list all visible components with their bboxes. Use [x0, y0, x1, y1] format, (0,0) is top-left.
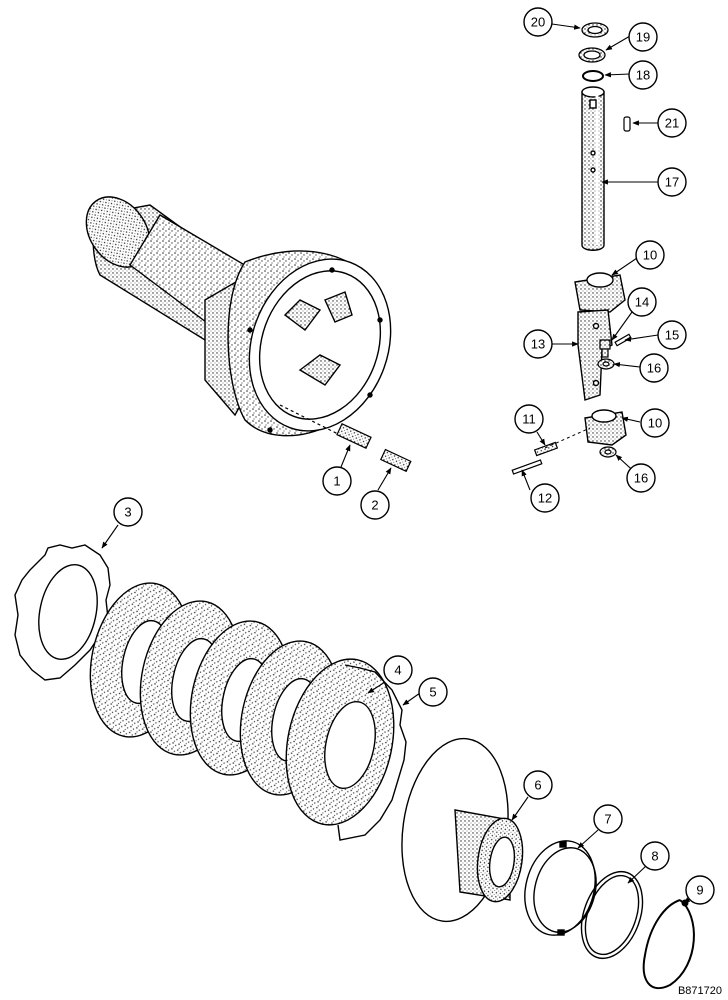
washer-part-19 — [578, 47, 606, 63]
callout-8: 8 — [640, 841, 670, 871]
svg-text:7: 7 — [604, 812, 611, 827]
svg-text:3: 3 — [124, 505, 131, 520]
callout-9: 9 — [685, 875, 715, 905]
callout-3: 3 — [113, 497, 143, 527]
snap-ring-part-20 — [581, 22, 609, 38]
separator-plate-part-3 — [14, 544, 111, 681]
callout-16-bottom: 16 — [626, 463, 656, 493]
leader-lines — [101, 23, 693, 904]
snap-ring-part-9 — [642, 899, 695, 990]
bolt-part-14 — [599, 339, 611, 358]
pin-part-12 — [511, 459, 543, 475]
svg-text:20: 20 — [531, 15, 545, 30]
pin-part-21 — [623, 116, 631, 132]
svg-text:10: 10 — [643, 248, 657, 263]
svg-text:6: 6 — [534, 778, 541, 793]
ring-part-7 — [524, 840, 597, 936]
callout-13: 13 — [523, 329, 553, 359]
svg-text:9: 9 — [696, 883, 703, 898]
roll-pin-part-11 — [533, 441, 559, 457]
svg-text:21: 21 — [665, 116, 679, 131]
axle-housing — [85, 196, 392, 437]
callout-10-top: 10 — [635, 240, 665, 270]
callout-12: 12 — [530, 483, 560, 513]
callout-1: 1 — [322, 466, 352, 496]
svg-text:14: 14 — [635, 295, 649, 310]
shift-arm-bottom-part-10 — [584, 409, 627, 446]
svg-text:1: 1 — [333, 474, 340, 489]
callout-7: 7 — [593, 804, 623, 834]
shift-shaft-part-17 — [581, 86, 605, 251]
spring-part-1 — [279, 404, 372, 449]
assembly-centerline — [544, 427, 591, 449]
callout-5: 5 — [418, 677, 448, 707]
callout-20: 20 — [523, 7, 553, 37]
callout-14: 14 — [627, 287, 657, 317]
separator-plate-part-5 — [337, 664, 407, 841]
svg-text:5: 5 — [429, 685, 436, 700]
shift-arm-top-part-10 — [574, 272, 626, 313]
callout-16-top: 16 — [639, 353, 669, 383]
svg-text:13: 13 — [531, 337, 545, 352]
svg-text:18: 18 — [636, 68, 650, 83]
callout-4: 4 — [383, 655, 413, 685]
svg-text:2: 2 — [371, 498, 378, 513]
o-ring-part-18 — [582, 70, 604, 82]
washer-part-16-top — [597, 358, 615, 370]
callout-19: 19 — [628, 22, 658, 52]
svg-text:19: 19 — [636, 30, 650, 45]
callout-2: 2 — [360, 490, 390, 520]
svg-text:10: 10 — [648, 416, 662, 431]
callout-6: 6 — [523, 770, 553, 800]
svg-text:15: 15 — [665, 328, 679, 343]
friction-disc-part-4 — [285, 658, 395, 826]
svg-text:8: 8 — [651, 849, 658, 864]
svg-text:16: 16 — [634, 471, 648, 486]
svg-text:11: 11 — [522, 412, 536, 427]
clutch-hub-part-6 — [401, 737, 524, 923]
callout-11: 11 — [514, 404, 544, 434]
spring-part-2 — [379, 448, 412, 473]
washer-part-16-bottom — [599, 446, 617, 458]
svg-text:12: 12 — [538, 491, 552, 506]
svg-text:17: 17 — [665, 175, 679, 190]
ring-part-8 — [580, 870, 644, 960]
svg-text:4: 4 — [394, 663, 401, 678]
callout-21: 21 — [657, 108, 687, 138]
svg-text:16: 16 — [647, 361, 661, 376]
callout-15: 15 — [657, 320, 687, 350]
callout-18: 18 — [628, 60, 658, 90]
figure-reference-code: B871720 — [677, 985, 722, 997]
callout-10-bottom: 10 — [640, 408, 670, 438]
callout-17: 17 — [657, 167, 687, 197]
shift-fork-part-13 — [577, 309, 613, 401]
